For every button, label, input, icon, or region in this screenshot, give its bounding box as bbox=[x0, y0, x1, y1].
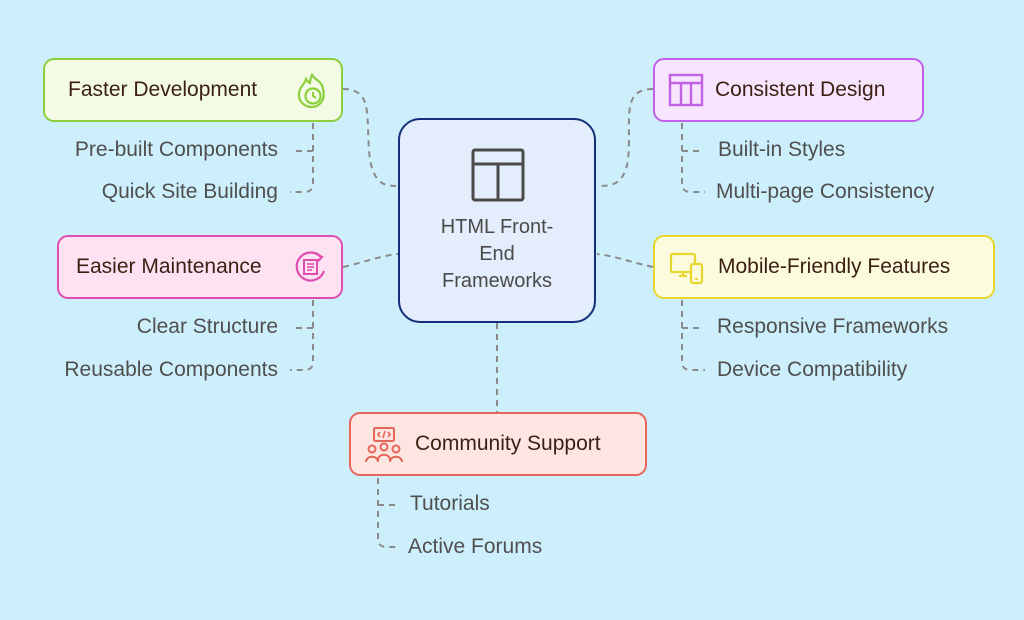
community-code-icon bbox=[365, 426, 403, 469]
item-responsive-frameworks: Responsive Frameworks bbox=[717, 315, 949, 338]
branch-faster-development[interactable]: Faster Development bbox=[43, 58, 343, 122]
connector-mobile-items bbox=[681, 300, 705, 371]
connector-consistent-design bbox=[596, 88, 654, 187]
stopwatch-flame-icon bbox=[295, 72, 329, 115]
connector-design-items bbox=[681, 123, 705, 193]
connector-faster-development bbox=[342, 88, 399, 187]
item-device-compatibility: Device Compatibility bbox=[717, 358, 908, 381]
branch-mobile-friendly-features[interactable]: Mobile-Friendly Features bbox=[653, 235, 995, 299]
branch-label: Easier Maintenance bbox=[76, 255, 262, 278]
branch-consistent-design[interactable]: Consistent Design bbox=[653, 58, 924, 122]
branch-easier-maintenance[interactable]: Easier Maintenance bbox=[57, 235, 343, 299]
item-built-in-styles: Built-in Styles bbox=[718, 138, 846, 161]
connector-faster-items bbox=[290, 123, 314, 193]
item-tutorials: Tutorials bbox=[410, 492, 490, 515]
layout-icon bbox=[471, 148, 525, 207]
center-title: HTML Front- End Frameworks bbox=[440, 216, 554, 292]
connector-community-items bbox=[377, 478, 400, 548]
center-node[interactable]: HTML Front- End Frameworks bbox=[398, 118, 596, 323]
item-multi-page-consistency: Multi-page Consistency bbox=[716, 180, 935, 203]
item-quick-site-building: Quick Site Building bbox=[101, 180, 278, 203]
branch-label: Consistent Design bbox=[715, 78, 886, 101]
branch-community-support[interactable]: Community Support bbox=[349, 412, 647, 476]
item-active-forums: Active Forums bbox=[408, 535, 543, 558]
item-reusable-components: Reusable Components bbox=[64, 358, 278, 381]
connector-mobile-friendly bbox=[596, 253, 654, 268]
branch-label: Community Support bbox=[415, 432, 601, 455]
branch-label: Mobile-Friendly Features bbox=[718, 255, 951, 278]
connector-maintenance-items bbox=[290, 300, 314, 371]
grid-layout-icon bbox=[668, 72, 704, 113]
branch-label: Faster Development bbox=[68, 78, 258, 101]
refresh-document-icon bbox=[293, 249, 329, 290]
item-pre-built-components: Pre-built Components bbox=[74, 138, 278, 161]
connector-easier-maintenance bbox=[342, 253, 399, 268]
item-clear-structure: Clear Structure bbox=[136, 315, 278, 338]
devices-icon bbox=[668, 249, 706, 292]
